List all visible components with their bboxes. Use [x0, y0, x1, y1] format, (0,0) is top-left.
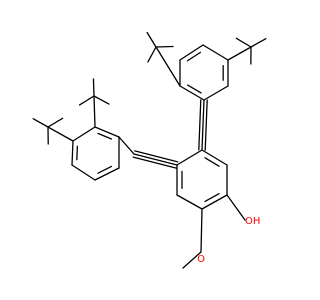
central-ring-bond-2	[201, 194, 228, 210]
left-alkyne-side-b	[132, 156, 177, 169]
left-aryl-ring-bond-2-inner	[76, 145, 79, 161]
upper-alkyne	[201, 99, 205, 151]
left-lower-tbutyl-stem	[47, 126, 74, 142]
central-ring-bond-0-inner	[204, 157, 220, 167]
upper-right-tbutyl-methyl-2	[235, 37, 252, 48]
upper-right-tbutyl-methyl-0	[250, 37, 267, 48]
bond-lines	[32, 31, 267, 269]
left-upper-tbutyl-methyl-0	[92, 78, 95, 97]
left-aryl-link	[118, 136, 135, 155]
hydroxyl-label: OH	[245, 216, 260, 227]
upper-aryl-ring-bond-0-inner	[186, 84, 202, 94]
left-aryl-ring-bond-4	[94, 167, 120, 181]
upper-left-tbutyl-stem	[155, 46, 181, 87]
upper-aryl-ring-bond-2	[179, 44, 204, 61]
left-aryl-ring-bond-0-inner	[97, 132, 113, 140]
left-aryl-ring-bond-1	[72, 126, 96, 142]
left-upper-tbutyl-stem	[93, 95, 96, 128]
left-aryl-ring-bond-0	[94, 126, 120, 138]
upper-left-tbutyl-methyl-2	[147, 46, 157, 63]
molecule-structure-diagram: OH O	[32, 31, 267, 269]
left-aryl-ring-bond-3	[71, 164, 96, 181]
upper-aryl-ring-bond-0	[179, 85, 205, 101]
left-upper-tbutyl-methyl-2	[78, 95, 95, 106]
upper-right-tbutyl-stem	[227, 46, 252, 61]
upper-left-tbutyl-methyl-0	[146, 31, 157, 48]
left-aryl-ring-bond-4-inner	[97, 165, 113, 174]
central-ring-bond-2-inner	[204, 192, 220, 203]
upper-aryl-ring-bond-2-inner	[186, 51, 202, 62]
methoxy-oxygen-label: O	[197, 254, 205, 265]
left-alkyne-side-a	[134, 150, 179, 163]
upper-alkyne-side-a	[204, 99, 208, 151]
left-aryl-ring-bond-2	[71, 140, 74, 166]
left-alkyne	[133, 153, 178, 166]
central-ring-bond-3	[176, 194, 203, 210]
upper-alkyne-side-b	[198, 99, 202, 151]
central-ring-bond-5	[176, 149, 203, 166]
methoxy-methyl-bond	[182, 251, 202, 269]
upper-aryl-ring-bond-3	[202, 44, 229, 61]
atom-labels: OH O	[197, 216, 260, 265]
left-lower-tbutyl-methyl-0	[32, 118, 49, 128]
left-lower-tbutyl-methyl-1	[47, 117, 64, 128]
hydroxyl-bond	[226, 194, 246, 221]
left-upper-tbutyl-methyl-1	[93, 95, 110, 105]
methoxy-o-bond	[200, 208, 203, 253]
central-ring-bond-0	[201, 149, 228, 166]
upper-aryl-ring-bond-5	[203, 85, 229, 101]
